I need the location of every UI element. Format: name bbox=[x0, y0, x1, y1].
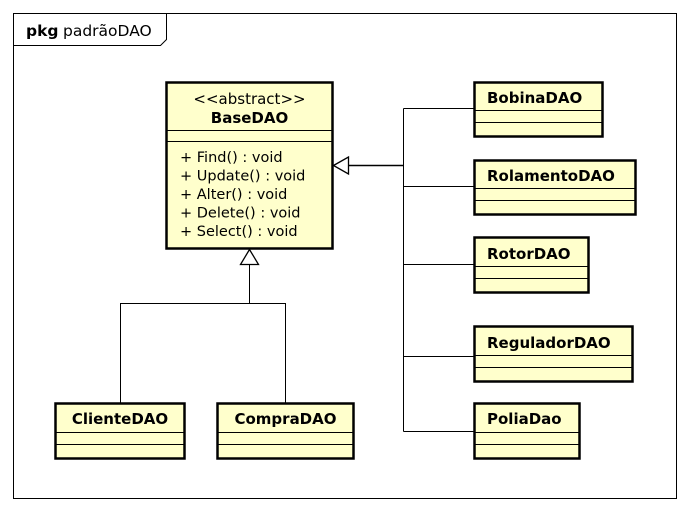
class-rolamentodao[interactable]: RolamentoDAO bbox=[473, 159, 637, 216]
class-name: ReguladorDAO bbox=[487, 334, 611, 352]
class-clientedao[interactable]: ClienteDAO bbox=[54, 402, 186, 460]
inheritance-left bbox=[120, 248, 286, 404]
class-box bbox=[473, 81, 604, 138]
class-basedao[interactable]: <<abstract>> BaseDAO + Find() : void + U… bbox=[165, 81, 334, 250]
method-select: + Select() : void bbox=[180, 224, 298, 240]
class-name: RotorDAO bbox=[487, 245, 571, 263]
class-reguladordao[interactable]: ReguladorDAO bbox=[473, 325, 634, 383]
method-delete: + Delete() : void bbox=[180, 206, 301, 222]
method-alter: + Alter() : void bbox=[180, 187, 287, 203]
class-poliadao[interactable]: PoliaDao bbox=[473, 402, 581, 460]
class-name: BaseDAO bbox=[211, 109, 288, 127]
class-compradao[interactable]: CompraDAO bbox=[216, 402, 355, 460]
class-box bbox=[216, 402, 355, 460]
package-tab bbox=[13, 13, 167, 46]
class-box bbox=[54, 402, 186, 460]
class-rotordao[interactable]: RotorDAO bbox=[473, 236, 590, 294]
class-box bbox=[473, 159, 637, 216]
class-box bbox=[473, 325, 634, 383]
class-stereotype: <<abstract>> bbox=[193, 90, 305, 108]
class-box bbox=[473, 236, 590, 294]
class-name: ClienteDAO bbox=[72, 410, 168, 428]
class-name: RolamentoDAO bbox=[487, 167, 615, 185]
connector-compradao bbox=[249, 303, 286, 404]
connector-clientedao bbox=[120, 264, 250, 404]
generalization-arrowhead-bottom bbox=[239, 248, 260, 266]
class-name: CompraDAO bbox=[234, 410, 336, 428]
package-keyword: pkg bbox=[26, 22, 59, 40]
method-update: + Update() : void bbox=[180, 169, 305, 185]
generalization-arrowhead-right bbox=[332, 155, 350, 176]
class-box bbox=[165, 81, 334, 250]
package-name: padrãoDAO bbox=[63, 22, 152, 40]
class-bobinadao[interactable]: BobinaDAO bbox=[473, 81, 604, 138]
class-name: BobinaDAO bbox=[487, 89, 582, 107]
class-box bbox=[473, 402, 581, 460]
inheritance-right bbox=[332, 108, 475, 432]
method-find: + Find() : void bbox=[180, 150, 283, 166]
class-name: PoliaDao bbox=[487, 410, 562, 428]
